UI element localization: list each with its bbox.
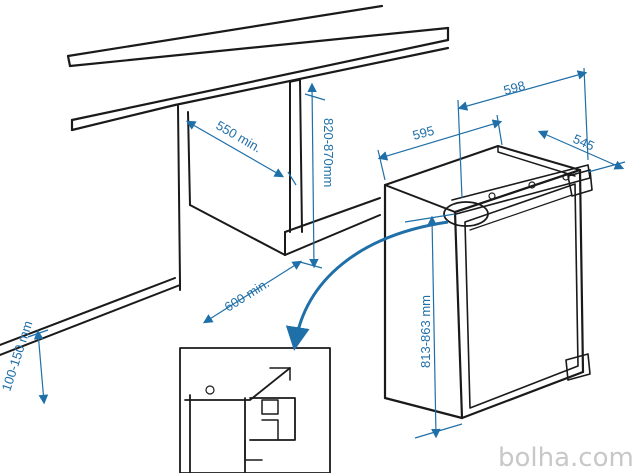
- label-595: 595: [411, 123, 436, 143]
- cabinet-niche: [0, 79, 381, 356]
- refrigerator: [383, 145, 593, 420]
- dimension-lines: [27, 67, 626, 439]
- label-545: 545: [571, 131, 597, 154]
- label-100-150-mm: 100-150 mm: [0, 319, 35, 393]
- hinge-detail-inset: [179, 347, 331, 473]
- label-820-870mm: 820-870mm: [321, 118, 336, 187]
- label-813-863-mm: 813-863 mm: [418, 295, 433, 368]
- label-550-min: 550 min.: [214, 118, 265, 156]
- label-598: 598: [502, 78, 527, 98]
- label-600-min: 600 min.: [222, 275, 272, 314]
- watermark: bolha.com: [498, 443, 634, 473]
- countertop: [66, 4, 450, 132]
